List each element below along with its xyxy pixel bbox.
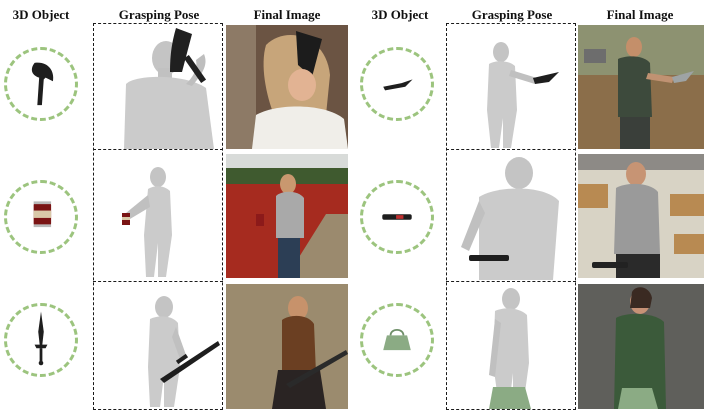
- pose-marker: [449, 151, 575, 280]
- object-circle-knife: [360, 47, 434, 121]
- pose-axe: [96, 24, 222, 149]
- final-image-sword: [226, 284, 348, 409]
- object-circle-marker: [360, 180, 434, 254]
- pose-row-divider-right-2: [446, 281, 576, 282]
- knife-icon: [383, 79, 413, 91]
- sword-icon: [34, 311, 48, 366]
- pose-knife: [449, 24, 575, 149]
- final-image-handbag: [578, 284, 704, 409]
- mannequin-can-pose: [122, 167, 172, 277]
- header-3d-object-left: 3D Object: [12, 7, 70, 22]
- final-image-knife: [578, 25, 704, 149]
- handbag-icon: [383, 328, 411, 351]
- pose-handbag: [449, 283, 575, 410]
- soup-can-icon: [33, 201, 52, 228]
- marker-pen-icon: [382, 214, 412, 220]
- pose-can: [96, 151, 222, 280]
- mannequin-sword-pose: [148, 296, 220, 407]
- axe-icon: [31, 62, 54, 106]
- final-image-marker: [578, 154, 704, 278]
- final-image-can: [226, 154, 348, 278]
- header-grasping-pose-left: Grasping Pose: [118, 7, 200, 22]
- mannequin-marker-pose: [461, 157, 559, 280]
- pose-row-divider-right-1: [446, 149, 576, 150]
- object-circle-handbag: [360, 303, 434, 377]
- pose-sword: [96, 283, 222, 410]
- header-grasping-pose-right: Grasping Pose: [471, 7, 553, 22]
- mannequin-knife-pose: [487, 42, 559, 148]
- mannequin-axe-pose: [124, 28, 214, 149]
- header-final-image-left: Final Image: [253, 7, 321, 22]
- pose-row-divider-left-2: [93, 281, 223, 282]
- mannequin-handbag-pose: [489, 288, 531, 409]
- object-circle-axe: [4, 47, 78, 121]
- object-circle-can: [4, 180, 78, 254]
- header-3d-object-right: 3D Object: [371, 7, 429, 22]
- object-circle-sword: [4, 303, 78, 377]
- pose-row-divider-left-1: [93, 149, 223, 150]
- final-image-axe: [226, 25, 348, 149]
- header-final-image-right: Final Image: [606, 7, 674, 22]
